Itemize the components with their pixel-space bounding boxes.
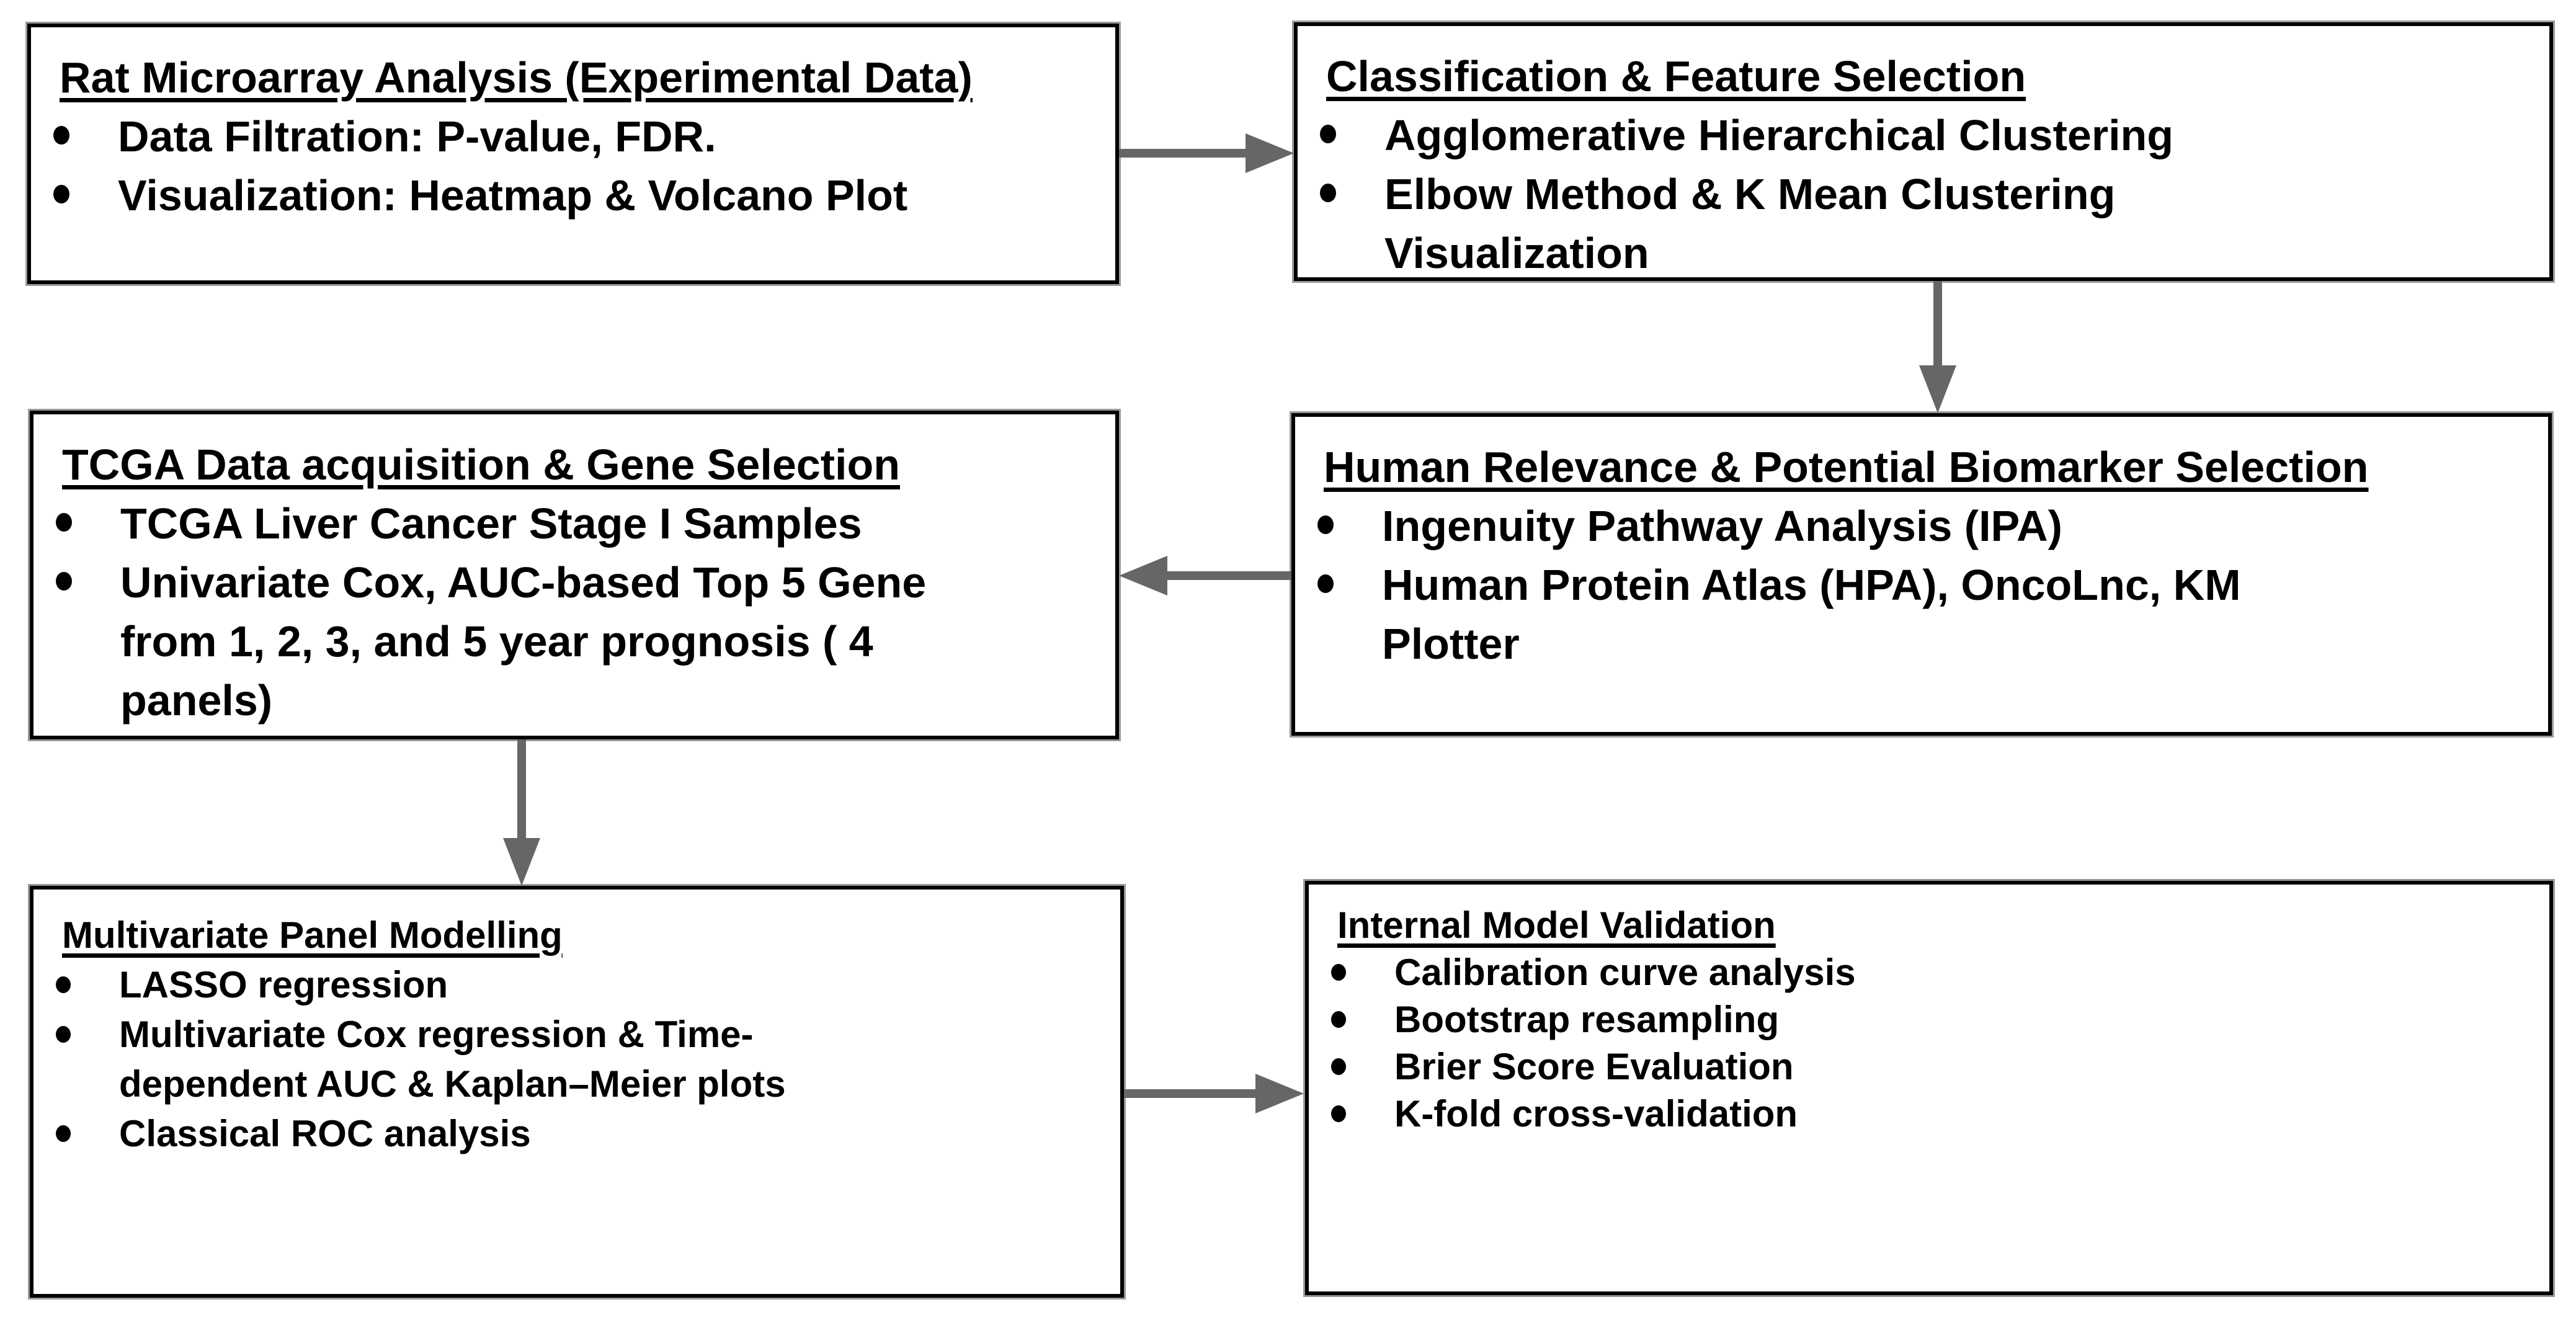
bullet-icon bbox=[56, 572, 72, 591]
bullet-item: Data Filtration: P-value, FDR. bbox=[53, 107, 1090, 166]
bullet-icon bbox=[1320, 184, 1336, 202]
bullet-item: Agglomerative Hierarchical Clustering bbox=[1320, 106, 2525, 165]
bullet-text: Calibration curve analysis bbox=[1394, 952, 1856, 993]
bullet-item: LASSO regression bbox=[56, 960, 1095, 1010]
bullet-icon bbox=[1331, 1011, 1346, 1028]
box-title: Rat Microarray Analysis (Experimental Da… bbox=[60, 53, 973, 102]
bullet-item: Classical ROC analysis bbox=[56, 1109, 1095, 1159]
bullet-item: TCGA Liver Cancer Stage I Samples bbox=[56, 494, 1090, 553]
bullet-text: K-fold cross-validation bbox=[1394, 1093, 1798, 1135]
flow-box-multivariate-panel-modelling: Multivariate Panel Modelling LASSO regre… bbox=[30, 886, 1124, 1298]
bullet-icon bbox=[1331, 964, 1346, 981]
arrow-right-shaft bbox=[1124, 1089, 1255, 1098]
arrow-left-icon bbox=[1119, 556, 1167, 595]
bullet-icon bbox=[56, 1125, 71, 1142]
bullet-text: Agglomerative Hierarchical Clustering bbox=[1384, 111, 2174, 159]
bullet-text: Ingenuity Pathway Analysis (IPA) bbox=[1382, 502, 2062, 550]
bullet-icon bbox=[1317, 574, 1334, 593]
box-title: TCGA Data acquisition & Gene Selection bbox=[62, 440, 900, 489]
box-bullet-list: Ingenuity Pathway Analysis (IPA) Human Pr… bbox=[1317, 497, 2523, 674]
bullet-text: Classical ROC analysis bbox=[119, 1113, 531, 1154]
bullet-item: Brier Score Evaluation bbox=[1331, 1043, 2525, 1090]
flow-box-classification-feature-selection: Classification & Feature Selection Agglo… bbox=[1294, 22, 2553, 281]
box-title: Human Relevance & Potential Biomarker Se… bbox=[1324, 443, 2369, 491]
arrow-down-shaft bbox=[517, 739, 526, 838]
bullet-item: K-fold cross-validation bbox=[1331, 1090, 2525, 1138]
arrow-left-shaft bbox=[1167, 571, 1291, 580]
arrow-right-icon bbox=[1246, 133, 1294, 173]
bullet-icon bbox=[1320, 125, 1336, 143]
arrow-down-icon bbox=[503, 838, 540, 886]
bullet-text: Bootstrap resampling bbox=[1394, 999, 1780, 1040]
arrow-down-icon bbox=[1919, 365, 1956, 413]
bullet-item: Bootstrap resampling bbox=[1331, 996, 2525, 1043]
flow-box-human-relevance-biomarker: Human Relevance & Potential Biomarker Se… bbox=[1291, 413, 2552, 736]
bullet-icon bbox=[56, 976, 71, 993]
box-title: Multivariate Panel Modelling bbox=[62, 914, 563, 956]
arrow-down-shaft bbox=[1933, 281, 1942, 365]
bullet-item: Human Protein Atlas (HPA), OncoLnc, KM P… bbox=[1317, 556, 2523, 674]
bullet-icon bbox=[53, 126, 69, 145]
bullet-icon bbox=[56, 1026, 71, 1043]
bullet-icon bbox=[1317, 515, 1334, 534]
bullet-item: Multivariate Cox regression & Time-depen… bbox=[56, 1010, 1095, 1109]
bullet-text: TCGA Liver Cancer Stage I Samples bbox=[120, 499, 862, 548]
arrow-right-icon bbox=[1255, 1074, 1304, 1113]
bullet-item: Calibration curve analysis bbox=[1331, 949, 2525, 996]
arrow-right-shaft bbox=[1119, 149, 1250, 158]
bullet-text: Multivariate Cox regression & Time-depen… bbox=[119, 1014, 786, 1105]
bullet-text: Elbow Method & K Mean Clustering Visuali… bbox=[1384, 170, 2116, 277]
bullet-item: Elbow Method & K Mean Clustering Visuali… bbox=[1320, 165, 2525, 283]
box-title: Classification & Feature Selection bbox=[1326, 52, 2026, 100]
bullet-icon bbox=[56, 513, 72, 532]
box-title: Internal Model Validation bbox=[1337, 904, 1776, 946]
bullet-text: Data Filtration: P-value, FDR. bbox=[118, 112, 716, 161]
bullet-item: Visualization: Heatmap & Volcano Plot bbox=[53, 166, 1090, 225]
bullet-item: Univariate Cox, AUC-based Top 5 Gene fro… bbox=[56, 553, 1090, 730]
bullet-text: LASSO regression bbox=[119, 964, 448, 1006]
bullet-text: Visualization: Heatmap & Volcano Plot bbox=[118, 171, 908, 220]
flow-box-internal-model-validation: Internal Model Validation Calibration cu… bbox=[1305, 881, 2553, 1295]
box-bullet-list: Data Filtration: P-value, FDR. Visualizat… bbox=[53, 107, 1090, 225]
bullet-icon bbox=[53, 185, 69, 203]
flow-box-rat-microarray: Rat Microarray Analysis (Experimental Da… bbox=[27, 24, 1119, 284]
bullet-item: Ingenuity Pathway Analysis (IPA) bbox=[1317, 497, 2523, 556]
bullet-text: Brier Score Evaluation bbox=[1394, 1046, 1794, 1087]
bullet-text: Univariate Cox, AUC-based Top 5 Gene fro… bbox=[120, 558, 927, 725]
bullet-text: Human Protein Atlas (HPA), OncoLnc, KM P… bbox=[1382, 561, 2241, 668]
flow-box-tcga-gene-selection: TCGA Data acquisition & Gene Selection T… bbox=[30, 411, 1119, 739]
bullet-icon bbox=[1331, 1105, 1346, 1122]
bullet-icon bbox=[1331, 1058, 1346, 1075]
